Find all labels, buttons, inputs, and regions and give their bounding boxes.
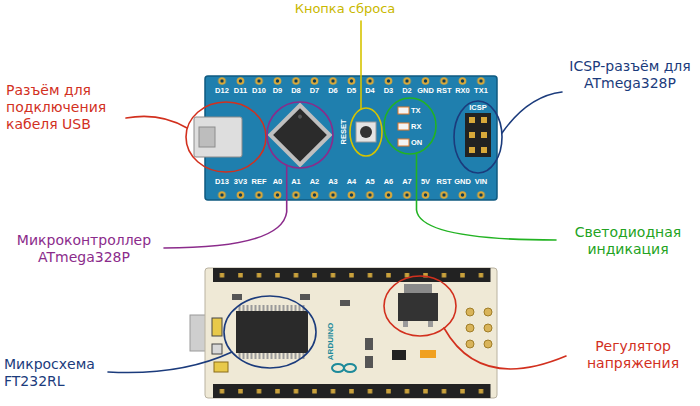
- pin-label: D11: [228, 86, 254, 95]
- pin-label: 3V3: [228, 177, 254, 186]
- board-marking: RESET: [339, 121, 348, 145]
- pin-label: GND: [450, 177, 476, 186]
- callout-circle: [267, 102, 333, 168]
- board-marking: TX: [411, 106, 425, 115]
- leader-line: [126, 116, 187, 128]
- regulator-tab: [404, 284, 432, 294]
- pin-header: [213, 268, 491, 282]
- diode: [392, 350, 406, 360]
- pin-header: [213, 76, 491, 86]
- pin-label: VIN: [468, 177, 494, 186]
- pin-label: A3: [320, 177, 346, 186]
- pin-label: D9: [265, 86, 291, 95]
- component: [340, 300, 350, 306]
- icsp-pads: [466, 308, 492, 348]
- pin-label: D6: [320, 86, 346, 95]
- board-marking: ARDUINO: [326, 312, 335, 372]
- component: [232, 294, 242, 300]
- component: [212, 344, 222, 354]
- component: [212, 318, 222, 336]
- voltage-regulator: [398, 293, 438, 321]
- pin-label: D4: [357, 86, 383, 95]
- pin-label: A2: [302, 177, 328, 186]
- icsp-pins: [469, 117, 487, 153]
- leader-line: [108, 352, 232, 373]
- pin-label: A4: [339, 177, 365, 186]
- pin-label: A6: [376, 177, 402, 186]
- callout-circle: [186, 102, 266, 172]
- callout-circle: [454, 101, 502, 173]
- ft232-chip: [236, 311, 308, 353]
- pin-label: GND: [413, 86, 439, 95]
- callout-label: Разъём для подключения кабеля USB: [6, 82, 124, 132]
- regulator-leg: [403, 321, 408, 327]
- board-back: [205, 268, 497, 398]
- pin-label: D5: [339, 86, 365, 95]
- callout-label: Светодиодная индикация: [562, 224, 694, 258]
- component: [300, 294, 310, 300]
- callout-circle: [224, 296, 316, 368]
- leader-line: [164, 165, 287, 248]
- pin-label: D8: [283, 86, 309, 95]
- pin-label: A7: [394, 177, 420, 186]
- leader-line: [417, 153, 557, 240]
- leader-line: [360, 21, 362, 109]
- pin-label: D10: [246, 86, 272, 95]
- pin-header: [213, 268, 491, 282]
- led-indicators: [398, 107, 409, 146]
- component: [214, 362, 228, 372]
- icsp-header: [465, 113, 491, 157]
- pin-label: A1: [283, 177, 309, 186]
- pin-label: 5V: [413, 177, 439, 186]
- leader-line: [502, 92, 562, 133]
- pin-label: D7: [302, 86, 328, 95]
- pin-header: [213, 384, 491, 398]
- pin-label: D12: [209, 86, 235, 95]
- callout-label: Кнопка сброса: [280, 1, 410, 17]
- callout-label: ICSP-разъём для ATmega328P: [566, 58, 694, 92]
- pin-label: RST: [431, 86, 457, 95]
- leader-line: [444, 328, 566, 369]
- regulator-leg: [428, 321, 433, 327]
- pin-label: A0: [265, 177, 291, 186]
- board-front: [205, 76, 497, 200]
- board-marking: ICSP: [466, 103, 490, 112]
- reset-button: [360, 126, 372, 138]
- component: [420, 350, 436, 358]
- board-marking: RX: [411, 122, 425, 131]
- usb-slot: [199, 127, 215, 147]
- pin-label: D13: [209, 177, 235, 186]
- pin-label: D3: [376, 86, 402, 95]
- usb-connector: [194, 117, 242, 157]
- component: [365, 338, 373, 350]
- reset-button: [356, 122, 376, 142]
- pin-header: [213, 384, 491, 398]
- arduino-logo: [332, 364, 356, 372]
- pin-label: TX1: [468, 86, 494, 95]
- pin-label: RST: [431, 177, 457, 186]
- pin-header: [213, 190, 491, 200]
- pin-label: D2: [394, 86, 420, 95]
- callout-label: Микроконтроллер ATmega328P: [6, 232, 162, 266]
- callout-circle: [384, 276, 456, 336]
- callout-circle: [350, 108, 382, 156]
- pin-label: RX0: [450, 86, 476, 95]
- pin-label: REF: [246, 177, 272, 186]
- mcu-chip: [267, 102, 332, 167]
- callout-label: Регулятор напряжения: [572, 338, 694, 372]
- pin-label: A5: [357, 177, 383, 186]
- callout-label: Микросхема FT232RL: [4, 356, 108, 390]
- board-marking: ON: [411, 138, 425, 147]
- callout-circle: [384, 98, 436, 154]
- component: [365, 356, 373, 368]
